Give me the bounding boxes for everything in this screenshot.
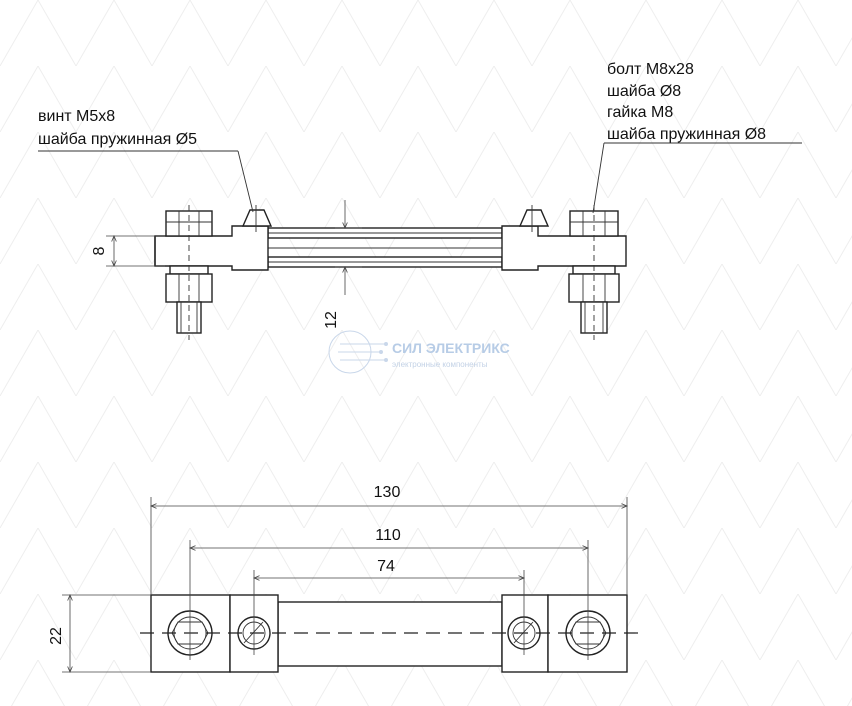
- watermark-brand: СИЛ ЭЛЕКТРИКС: [392, 340, 510, 356]
- right-callout-line-3: гайка М8: [607, 104, 673, 121]
- dim-22-label: 22: [48, 627, 65, 645]
- dim-22: 22: [48, 595, 151, 672]
- dim-8-label: 8: [91, 246, 108, 255]
- right-callout-line-1: болт М8х28: [607, 61, 694, 78]
- top-view: [140, 594, 640, 673]
- left-callout-line-2: шайба пружинная Ø5: [38, 131, 197, 148]
- watermark-tagline: электронные компоненты: [392, 360, 488, 369]
- dim-130: 130: [151, 484, 627, 595]
- dim-8: 8: [91, 236, 165, 266]
- left-callout-line-1: винт М5х8: [38, 108, 115, 125]
- watermark-logo: СИЛ ЭЛЕКТРИКС электронные компоненты: [328, 330, 510, 374]
- dim-12-label: 12: [323, 311, 340, 329]
- dim-110: 110: [190, 527, 588, 660]
- dim-130-label: 130: [374, 484, 401, 501]
- dim-74-label: 74: [377, 558, 395, 575]
- dim-12: 12: [323, 200, 362, 329]
- dim-110-label: 110: [375, 527, 401, 544]
- right-callout: болт М8х28 шайба Ø8 гайка М8 шайба пружи…: [592, 61, 802, 214]
- right-callout-line-2: шайба Ø8: [607, 83, 681, 100]
- left-callout: винт М5х8 шайба пружинная Ø5: [38, 108, 254, 213]
- side-view: [154, 205, 627, 340]
- right-callout-line-4: шайба пружинная Ø8: [607, 126, 766, 143]
- dim-74: 74: [254, 558, 524, 655]
